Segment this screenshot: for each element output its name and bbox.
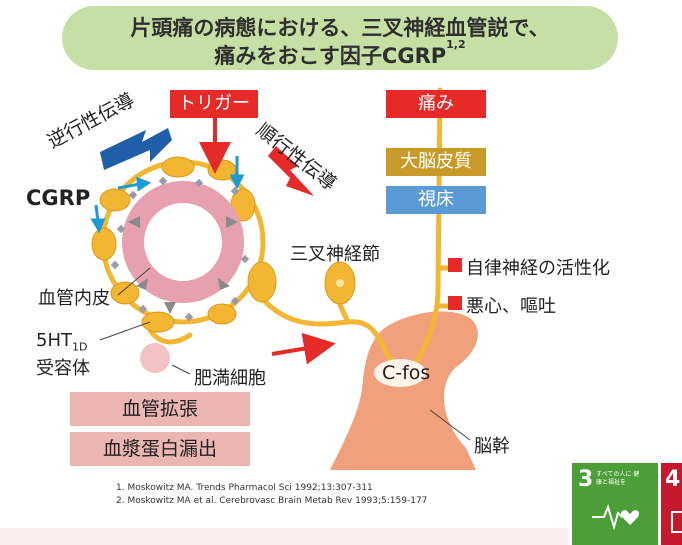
cfos-label: C-fos [382, 362, 431, 384]
reference-1: 1. Moskowitz MA. Trends Pharmacol Sci 19… [116, 483, 373, 493]
mast-cell-arrow [271, 332, 336, 365]
cortex-box: 大脳皮質 [386, 148, 486, 176]
orthodromic-arrow [268, 146, 314, 196]
cgrp-label: CGRP [26, 186, 91, 210]
mast-cell-shape [140, 343, 170, 373]
blood-vessel-wall [122, 181, 244, 303]
reference-2: 2. Moskowitz MA et al. Cerebrovasc Brain… [116, 496, 428, 506]
sdg-goal-3-text: すべての人に 健康と福祉を [596, 471, 640, 486]
endothelium-label: 血管内皮 [38, 288, 110, 309]
heartbeat-icon [592, 503, 640, 531]
brainstem-pointer [429, 409, 471, 441]
mast-cell-pointer [171, 364, 191, 375]
receptor-label-line2: 受容体 [36, 358, 90, 379]
endothelium-pointer [117, 267, 151, 296]
receptor-name: 5HT [36, 330, 72, 351]
nausea-bullet [448, 296, 462, 310]
plasma-extravasation-box: 血漿蛋白漏出 [70, 432, 250, 466]
title-line-2: 痛みをおこす因子CGRP1,2 [62, 38, 618, 70]
trigeminal-ganglion-label: 三叉神経節 [290, 244, 380, 265]
antidromic-arrow [100, 128, 172, 170]
receptor-pointer [99, 321, 151, 341]
mast-cell-label: 肥満細胞 [194, 368, 266, 389]
granules [110, 176, 250, 322]
trigger-box: トリガー [170, 90, 258, 118]
vasodilation-box: 血管拡張 [70, 392, 250, 426]
trigeminal-ganglion-nucleus [336, 279, 344, 287]
brainstem-shape [330, 311, 478, 470]
bottom-band [0, 528, 568, 545]
autonomic-label: 自律神経の活性化 [466, 258, 610, 279]
cgrp-release-arrows [90, 156, 245, 234]
cfos-shape [374, 359, 426, 387]
title-banner: 片頭痛の病態における、三叉神経血管説で、 痛みをおこす因子CGRP1,2 [62, 6, 618, 70]
title-superscript: 1,2 [446, 38, 466, 51]
title-line-2-text: 痛みをおこす因子CGRP [214, 44, 447, 68]
sdg-goal-3-number: 3 [578, 467, 594, 492]
blood-vessel-lumen [146, 205, 220, 279]
sdg-goal-3-badge: 3 すべての人に 健康と福祉を [572, 463, 658, 545]
sdg-goal-4-number: 4 [665, 467, 681, 492]
dilation-arrows [128, 216, 238, 314]
pain-box: 痛み [386, 90, 486, 118]
nausea-label: 悪心、嘔吐 [466, 296, 556, 317]
brainstem-label: 脳幹 [474, 436, 510, 457]
book-icon [671, 511, 682, 533]
thalamus-box: 視床 [386, 186, 486, 214]
autonomic-bullet [448, 258, 462, 272]
sdg-goal-4-badge: 4 [661, 463, 682, 545]
title-line-1: 片頭痛の病態における、三叉神経血管説で、 [130, 16, 550, 40]
receptor-subscript: 1D [71, 340, 88, 354]
receptor-label-line1: 5HT1D [36, 330, 87, 354]
